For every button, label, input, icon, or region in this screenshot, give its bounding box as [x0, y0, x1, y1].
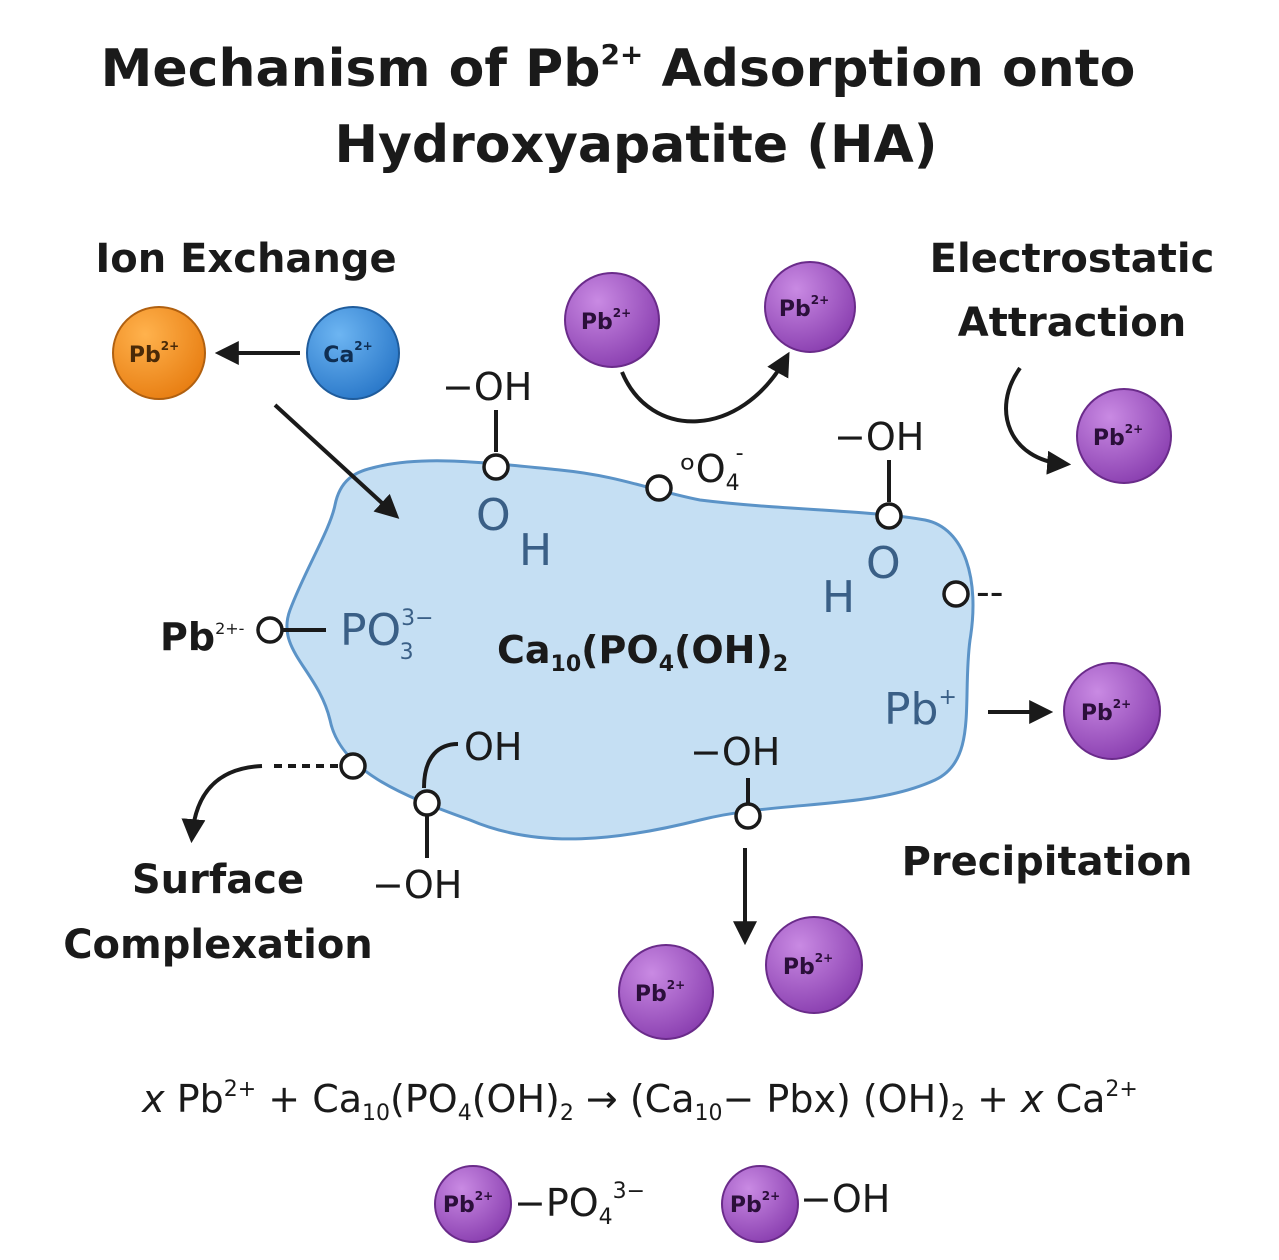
oh-group-bottom-right: −OH — [690, 730, 780, 774]
site-bottom-right — [734, 802, 762, 830]
title-line-2: Hydroxyapatite (HA) — [334, 115, 937, 175]
oh-group-bottom-mid: OH — [464, 725, 522, 769]
legend-pb-po4: Pb2+ −PO43− — [434, 1165, 645, 1243]
svg-text:Pb2+: Pb2+ — [443, 1189, 493, 1218]
bond-bottom-mid-curve — [422, 742, 459, 789]
dangling-bond: -- — [976, 570, 1003, 614]
surface-complexation-arrow — [181, 764, 263, 844]
electrostatic-label-2: Attraction — [958, 300, 1186, 346]
reaction-equation: x Pb2+ + Ca10(PO4(OH)2 → (Ca10− Pbx) (OH… — [141, 1077, 1138, 1126]
pb-ion-electrostatic: Pb2+ — [1076, 388, 1172, 484]
legend-pb-oh: Pb2+ −OH — [721, 1165, 890, 1243]
oh-group-top-left: −OH — [442, 365, 532, 409]
precipitation-label: Precipitation — [902, 839, 1193, 885]
svg-text:Pb2+: Pb2+ — [783, 951, 833, 980]
pb-ion-precipitate-2: Pb2+ — [765, 916, 863, 1014]
h-top-left: H — [519, 525, 552, 576]
electrostatic-label-1: Electrostatic — [930, 236, 1215, 282]
po4-group: ᵒO4- — [680, 441, 744, 496]
o-top-right: O — [866, 538, 901, 589]
svg-text:Pb2+: Pb2+ — [581, 306, 631, 335]
surface-complexation-label-1: Surface — [132, 857, 304, 903]
site-top-left — [482, 453, 510, 481]
site-right — [942, 580, 970, 608]
pb-ion-right: Pb2+ — [1063, 662, 1161, 760]
pb-left-label: Pb2+- — [160, 615, 244, 659]
oh-group-below: −OH — [372, 863, 462, 907]
site-bottom-mid — [413, 789, 441, 817]
pb-plus-label: Pb+ — [884, 684, 957, 735]
oh-group-top-right: −OH — [834, 415, 924, 459]
site-bottom-left — [339, 752, 367, 780]
svg-text:Ca2+: Ca2+ — [323, 339, 372, 368]
site-top-right — [875, 502, 903, 530]
h-top-right: H — [822, 572, 855, 623]
site-left — [256, 616, 284, 644]
svg-text:Pb2+: Pb2+ — [779, 293, 829, 322]
ca-ion: Ca2+ — [306, 306, 400, 400]
po3-group: PO3−3 — [340, 605, 434, 665]
svg-text:Pb2+: Pb2+ — [635, 978, 685, 1007]
pb-ion-top-1: Pb2+ — [564, 272, 660, 368]
pb-ion-top-2: Pb2+ — [764, 261, 856, 353]
attraction-arrow — [1004, 366, 1072, 475]
ion-exchange-label: Ion Exchange — [95, 236, 396, 282]
site-po4 — [645, 474, 673, 502]
pb-ion-precipitate-1: Pb2+ — [618, 944, 714, 1040]
ha-formula: Ca10(PO4(OH)2 — [497, 628, 788, 677]
svg-text:Pb2+: Pb2+ — [730, 1189, 780, 1218]
svg-text:Pb2+: Pb2+ — [1081, 697, 1131, 726]
electrostatic-curved-arrow — [620, 351, 790, 424]
pb-ion-exchange: Pb2+ — [112, 306, 206, 400]
o-top-left: O — [476, 490, 511, 541]
legend-po4-text: −PO43− — [514, 1179, 645, 1230]
svg-text:Pb2+: Pb2+ — [1093, 422, 1143, 451]
exchange-to-surface-arrow — [273, 403, 400, 519]
legend-oh-text: −OH — [800, 1177, 890, 1221]
hydroxyapatite-particle — [285, 459, 975, 841]
title-line-1: Mechanism of Pb2+ Adsorption onto — [101, 38, 1136, 99]
svg-text:Pb2+: Pb2+ — [129, 339, 179, 368]
surface-complexation-label-2: Complexation — [63, 922, 373, 968]
